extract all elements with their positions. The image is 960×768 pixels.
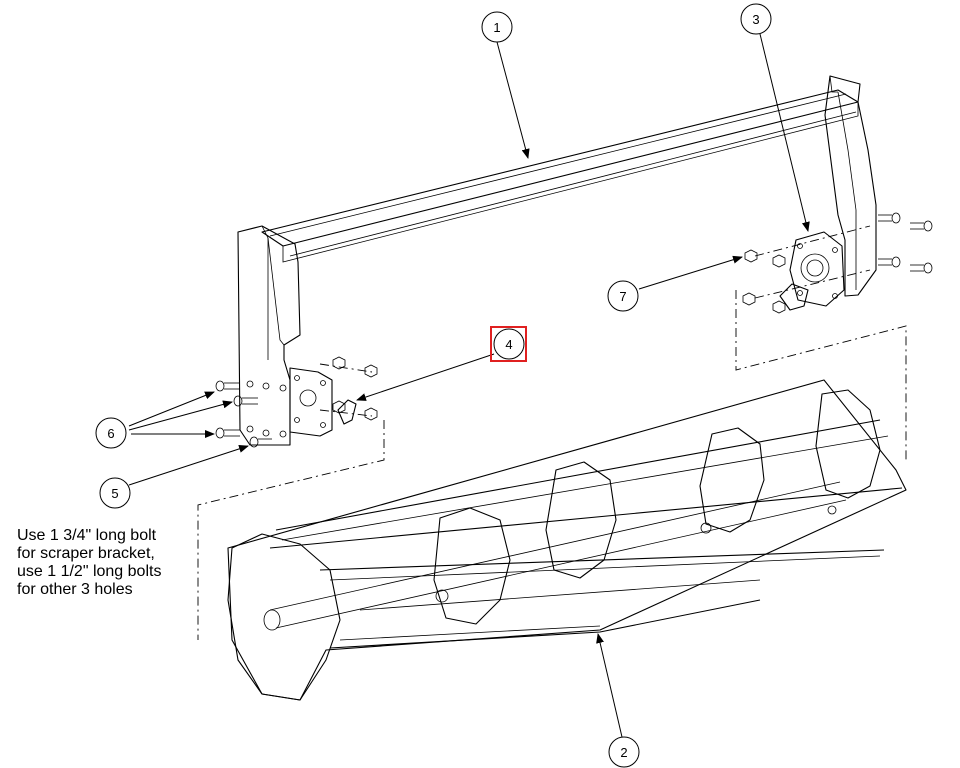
callout-2: 2: [608, 736, 640, 768]
left-bolts: [215, 356, 378, 448]
left-projection-line: [197, 420, 385, 640]
note-line: Use 1 3/4" long bolt: [17, 527, 157, 544]
callout-4-highlight-box: [490, 326, 527, 362]
callout-2-label: 2: [620, 745, 627, 760]
reel-assembly: [227, 379, 907, 701]
callout-5-label: 5: [111, 486, 118, 501]
callout-7-label: 7: [619, 289, 626, 304]
right-bearing-assembly: [735, 212, 933, 460]
note-line: for other 3 holes: [17, 581, 133, 598]
callout-7: 7: [607, 280, 639, 312]
note-line: use 1 1/2" long bolts: [17, 563, 162, 580]
callout-6: 6: [95, 417, 127, 449]
leader-lines: [128, 33, 810, 738]
bolt-length-note: Use 1 3/4" long bolt for scraper bracket…: [17, 527, 217, 599]
note-line: for scraper bracket,: [17, 545, 155, 562]
callout-6-label: 6: [107, 426, 114, 441]
frame-assembly: [237, 75, 877, 446]
callout-1-label: 1: [493, 20, 500, 35]
callout-4-label: 4: [505, 337, 512, 352]
callout-4: 4: [490, 326, 527, 362]
callout-3-label: 3: [752, 12, 759, 27]
callout-1: 1: [481, 11, 513, 43]
callout-3: 3: [740, 3, 772, 35]
callout-5: 5: [99, 477, 131, 509]
